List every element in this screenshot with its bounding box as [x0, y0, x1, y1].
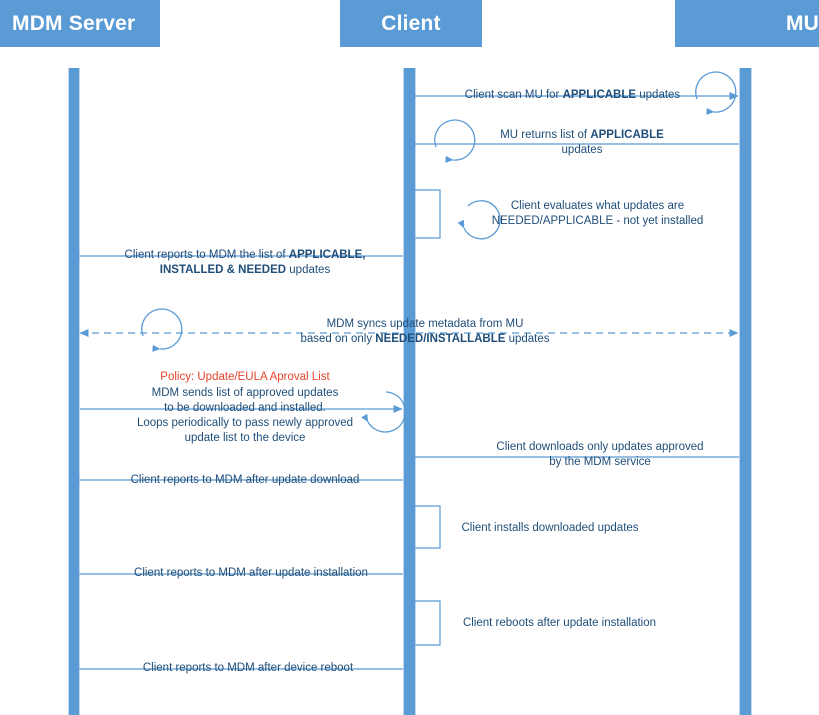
participant-header-client[interactable]: Client — [340, 0, 482, 47]
message-arrow-m6 — [80, 391, 406, 433]
participant-header-mdm-server[interactable]: MDM Server — [0, 0, 160, 47]
lifeline-client — [403, 68, 416, 715]
message-arrow-m3 — [407, 189, 501, 242]
participant-header-mu[interactable]: MU — [675, 0, 819, 47]
message-arrow-m1 — [415, 71, 739, 115]
participant-label-mdm-server: MDM Server — [12, 11, 136, 35]
lifeline-mu — [739, 68, 752, 715]
message-arrow-m5 — [79, 308, 739, 352]
participant-label-mu: MU — [785, 11, 819, 35]
message-arrow-m11 — [407, 600, 441, 649]
message-arrow-m9 — [407, 505, 441, 552]
lifeline-mdm-server — [68, 68, 80, 715]
participant-label-client: Client — [381, 11, 441, 35]
message-arrow-m2 — [406, 119, 739, 163]
